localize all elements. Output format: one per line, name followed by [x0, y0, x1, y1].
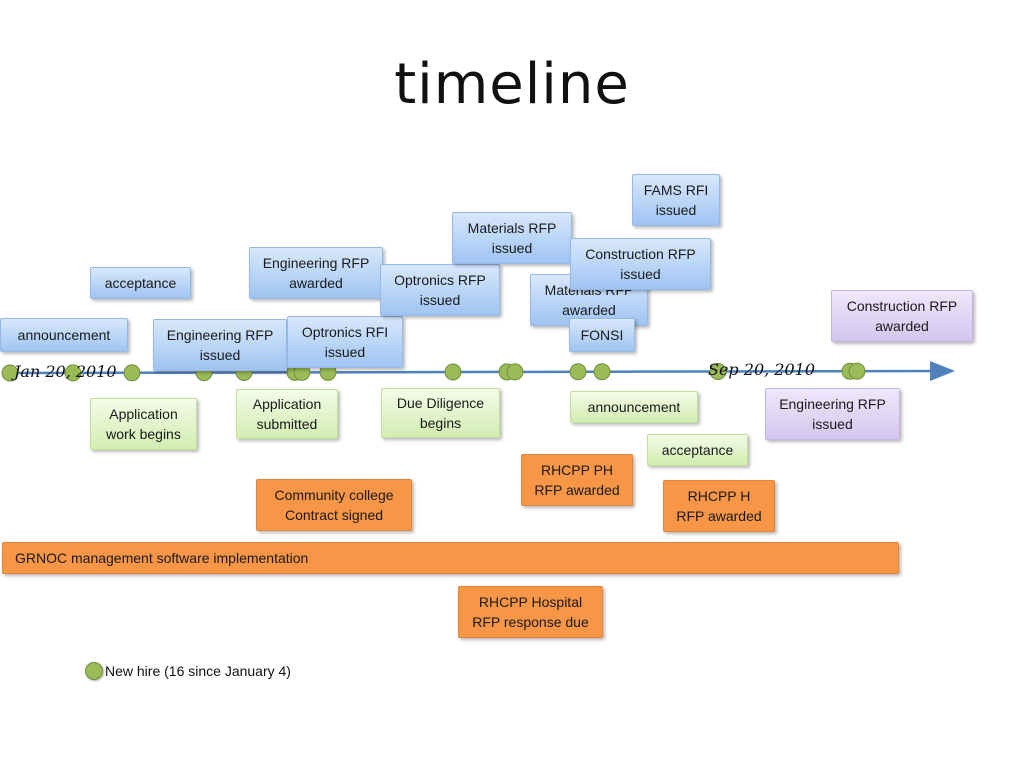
event-construction-rfp-awarded: Construction RFP awarded	[831, 290, 973, 342]
new-hire-dot-16	[848, 362, 866, 380]
start-date-label: Jan 20, 2010	[14, 362, 117, 381]
end-date-label: Sep 20, 2010	[708, 360, 816, 379]
event-application-submitted: Application submitted	[236, 389, 338, 439]
event-announcement-2: announcement	[570, 391, 698, 423]
event-materials-rfp-issued: Materials RFP issued	[452, 212, 572, 264]
event-rhcpp-ph-rfp-awarded: RHCPP PH RFP awarded	[521, 454, 633, 506]
event-engineering-rfp-awarded-1: Engineering RFP awarded	[249, 247, 383, 299]
event-rhcpp-hospital-response-due: RHCPP Hospital RFP response due	[458, 586, 603, 638]
new-hire-dot-2	[64, 364, 82, 382]
new-hire-dot-13	[593, 363, 611, 381]
new-hire-dot-3	[123, 364, 141, 382]
new-hire-dot-14	[709, 362, 727, 380]
legend-new-hire-dot-icon	[85, 662, 103, 680]
new-hire-dot-11	[506, 363, 524, 381]
event-community-college-contract: Community college Contract signed	[256, 479, 412, 531]
event-due-diligence-begins: Due Diligence begins	[381, 388, 500, 438]
event-grnoc-implementation: GRNOC management software implementation	[2, 542, 899, 574]
legend-new-hire-text: New hire (16 since January 4)	[105, 663, 291, 679]
slide-title: timeline	[394, 52, 630, 117]
event-engineering-rfp-issued-1: Engineering RFP issued	[153, 319, 287, 371]
new-hire-dot-1	[1, 364, 19, 382]
event-engineering-rfp-issued-2: Engineering RFP issued	[765, 388, 900, 440]
event-rhcpp-h-rfp-awarded: RHCPP H RFP awarded	[663, 480, 775, 532]
event-construction-rfp-issued: Construction RFP issued	[570, 238, 711, 290]
timeline-arrow	[7, 361, 955, 382]
event-fams-rfi-issued: FAMS RFI issued	[632, 174, 720, 226]
event-acceptance-2: acceptance	[647, 434, 748, 466]
event-optronics-rfi-issued: Optronics RFI issued	[287, 316, 403, 368]
new-hire-dot-9	[444, 363, 462, 381]
event-application-work-begins: Application work begins	[90, 398, 197, 450]
new-hire-dot-12	[569, 363, 587, 381]
event-acceptance-1: acceptance	[90, 267, 191, 299]
event-announcement-1: announcement	[0, 318, 128, 352]
event-fonsi: FONSI	[569, 318, 635, 352]
event-optronics-rfp-issued: Optronics RFP issued	[380, 264, 500, 316]
